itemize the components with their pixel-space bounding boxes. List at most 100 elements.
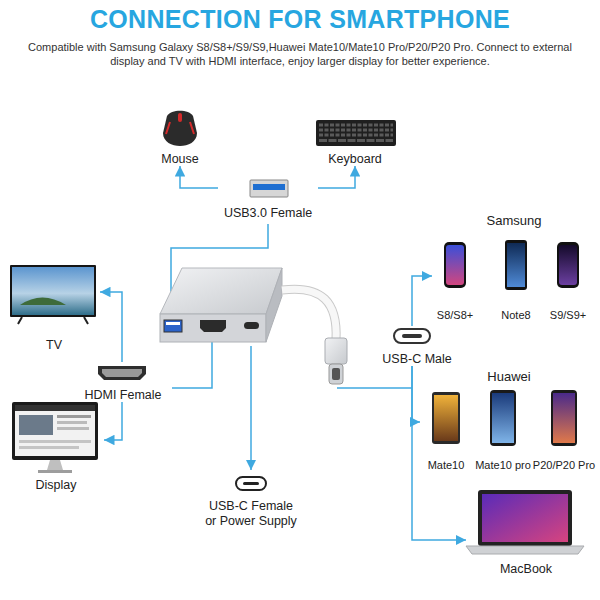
hub-usb-port-inner [166,322,180,325]
device-item: MacBook [466,486,586,576]
device-label: Mate10 [428,459,465,472]
display-stand [47,460,63,470]
device-label: Mouse [161,152,199,166]
hub-usb-port [164,320,182,332]
connector-arrow [180,166,218,188]
mouse-accent [166,122,194,134]
tv-picture [20,298,66,306]
device-label: Display [36,478,77,492]
device-label: P20/P20 Pro [533,459,595,472]
plug-housing [325,338,347,364]
device-label: S8/S8+ [437,309,473,322]
device-label: USB-C Female or Power Supply [204,499,299,528]
phone-screen [446,245,464,285]
plug-leader-line [337,387,412,389]
device-item: USB-C Female or Power Supply [191,472,311,528]
device-item: Display [8,400,104,492]
mouse-wheel [178,113,182,122]
phone-model: S8/S8+ [435,238,476,322]
connector-arrow [412,276,432,326]
phone-icon [444,242,466,288]
hub-usbc-port [244,322,259,329]
laptop-screen [482,494,568,542]
display-header [15,405,95,411]
hdmi-icon-inner [102,369,142,377]
keyboard-keys [319,129,393,132]
brand-group: HuaweiMate10 Mate10 proP20/P20 Pro [420,368,598,474]
heading-area: CONNECTION FOR SMARTPHONE Compatible with… [0,0,600,69]
hub-hdmi-port [200,320,226,332]
laptop-icon [478,490,572,546]
device-label: Keyboard [328,152,382,166]
hub-front-face [160,314,266,342]
connector-arrow [100,292,122,362]
phone-screen [492,393,514,443]
display-screen [15,405,95,456]
display-line [57,427,89,430]
phone-screen [553,393,575,443]
phone-model: Note8 [496,238,536,322]
laptop-base [466,546,584,554]
display-picture [19,415,53,435]
mouse-icon [163,111,197,146]
device-item: Mouse [145,110,215,166]
usbc-male-icon [394,329,430,343]
display-line [57,421,87,424]
device-item: USB3.0 Female [218,176,318,220]
brand-heading: Huawei [487,370,530,385]
device-item: TV [8,262,100,352]
tv-icon [10,265,96,317]
device-label: Mate10 pro [475,459,531,472]
phone-screen [434,395,458,441]
brand-group: SamsungS8/S8+ Note8 S9/S9+ [432,212,596,324]
phone-icon [432,392,460,444]
device-label: USB-C Male [382,352,451,366]
device-label: TV [46,338,62,352]
device-label: S9/S9+ [550,309,586,322]
keyboard-icon [316,120,396,146]
usbc-leader-arrow [250,346,252,470]
device-label: Note8 [501,309,530,322]
device-item: Keyboard [310,110,400,166]
hdmi-leader-line [172,336,212,388]
phone-icon [551,390,577,446]
phone-model: Mate10 pro [473,388,533,472]
phone-screen [559,245,577,285]
device-label: MacBook [500,562,552,576]
connector-arrow [104,402,122,440]
usb-port-tongue [253,184,285,190]
hub-side-face [266,268,282,342]
display-line [57,415,91,418]
usbc-male-tongue [402,334,422,338]
plug-slot [332,368,340,380]
device-item: USB-C Male [372,326,462,366]
connector-group [100,166,466,540]
connector-arrow [318,166,355,188]
usb-port-icon [250,180,288,197]
cable-outline [282,289,336,340]
phone-icon [490,390,516,446]
display-icon [12,402,98,460]
keyboard-keys [319,134,393,137]
phone-icon [557,242,579,288]
device-item: HDMI Female [78,362,168,402]
hub-top-face [160,268,282,314]
phone-model: Mate10 [422,388,470,472]
keyboard-keys [319,124,393,127]
brand-heading: Samsung [487,214,542,229]
tv-screen [12,267,94,315]
phone-model: S9/S9+ [548,238,589,322]
hdmi-icon [98,366,146,380]
page-title: CONNECTION FOR SMARTPHONE [0,5,600,34]
device-label: HDMI Female [84,388,161,402]
usbc-female-tongue [243,482,259,485]
plug-connector [329,364,343,384]
display-line [19,440,91,443]
subtitle-note: Compatible with Samsung Galaxy S8/S8+/S9… [28,40,573,69]
phone-model: P20/P20 Pro [531,388,598,472]
connector-arrow [412,366,420,422]
phone-icon [505,240,527,290]
